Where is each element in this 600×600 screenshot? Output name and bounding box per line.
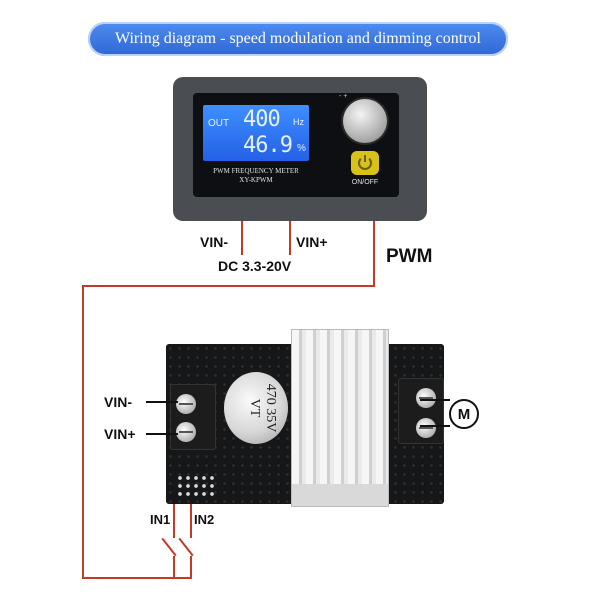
lcd-duty-unit: % (297, 143, 306, 154)
header-pins (176, 474, 216, 500)
heatsink-base (292, 484, 388, 506)
banner-title: Wiring diagram - speed modulation and di… (115, 30, 481, 47)
power-button-label: ON/OFF (351, 179, 379, 186)
wire-in1-lower (173, 556, 175, 578)
output-terminal-block (398, 378, 444, 444)
input-terminal-block (170, 384, 216, 450)
wire-in2-upper (190, 500, 192, 538)
label-in1: IN1 (150, 512, 171, 527)
meter-model-label: PWM FREQUENCY METER XY-KPWM (203, 167, 309, 185)
wire-pwm-vertical (373, 221, 375, 286)
heatsink (292, 330, 388, 506)
pointer-vin-minus (146, 401, 178, 403)
terminal-screw-motor-a[interactable] (416, 388, 436, 408)
wire-pwm-top (82, 285, 375, 287)
label-pwm: PWM (386, 246, 433, 267)
label-supply-range: DC 3.3-20V (218, 258, 292, 274)
lcd-display: OUT 400 Hz 46.9 % (203, 105, 309, 161)
knob-marks: - + (339, 93, 348, 100)
motor-label: M (457, 405, 471, 423)
switch-in2[interactable] (178, 537, 194, 557)
terminal-screw-motor-b[interactable] (416, 418, 436, 438)
motor-lead-a (420, 399, 450, 401)
power-icon (358, 155, 372, 170)
title-banner: Wiring diagram - speed modulation and di… (88, 22, 508, 56)
label-vin-plus-top: VIN+ (296, 234, 328, 250)
lcd-frequency-unit: Hz (293, 117, 304, 127)
pwm-meter-module: OUT 400 Hz 46.9 % PWM FREQUENCY METER XY… (173, 77, 427, 221)
lcd-frequency: 400 (243, 107, 281, 132)
capacitor (224, 372, 288, 444)
capacitor-label: 470 35V VT (247, 383, 278, 433)
wire-in2-lower (190, 556, 192, 578)
power-button[interactable] (351, 151, 379, 175)
label-vin-minus-board: VIN- (104, 394, 132, 410)
adjust-knob[interactable] (343, 99, 387, 143)
wire-bottom (82, 577, 192, 579)
label-in2: IN2 (194, 512, 215, 527)
meter-label-line2: XY-KPWM (239, 176, 273, 184)
pointer-vin-plus (146, 433, 178, 435)
wire-in1-upper (173, 500, 175, 538)
terminal-screw-vin-plus[interactable] (176, 422, 196, 442)
motor-symbol: M (449, 399, 479, 429)
lcd-out-label: OUT (208, 118, 230, 129)
wire-left-vertical (82, 285, 84, 579)
wire-vin-minus (241, 221, 243, 255)
wire-vin-plus (289, 221, 291, 255)
terminal-screw-vin-minus[interactable] (176, 394, 196, 414)
label-vin-plus-board: VIN+ (104, 426, 136, 442)
meter-label-line1: PWM FREQUENCY METER (213, 167, 299, 175)
motor-lead-b (420, 425, 450, 427)
meter-front-panel: OUT 400 Hz 46.9 % PWM FREQUENCY METER XY… (193, 93, 399, 197)
lcd-duty: 46.9 (243, 133, 293, 158)
switch-in1[interactable] (161, 537, 177, 557)
label-vin-minus-top: VIN- (200, 234, 228, 250)
